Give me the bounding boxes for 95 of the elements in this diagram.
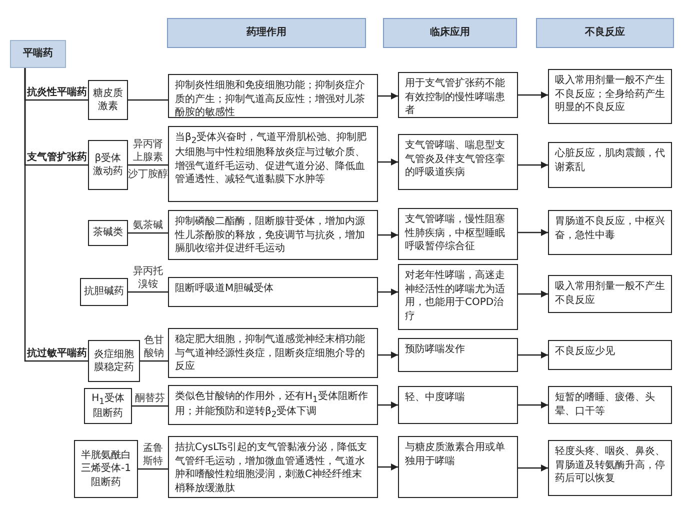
connector-line	[128, 291, 168, 293]
class-text: H$_{1}$受体阻断药	[90, 392, 126, 420]
column-header	[167, 18, 366, 48]
arrow	[518, 290, 548, 298]
info-box	[168, 210, 378, 260]
info-text: 阻断呼吸道M胆碱受体	[175, 283, 274, 294]
info-text: 吸入常用剂量一般不产生不良反应	[555, 281, 665, 306]
arrow	[378, 352, 398, 358]
category-label: 抗过敏平喘药	[27, 347, 87, 361]
info-text: 当β$_{2}$受体兴奋时，气道平滑肌松弛、抑制肥大细胞与中性粒细胞释放炎症与过敏介质、增强气道纤毛运动、促进气道分泌、降低血管通透性、减轻气道黏膜下水肿等	[175, 132, 367, 186]
info-text: 轻度头疼、咽炎、鼻炎、胃肠道及转氨酶升高，停药后可以恢复	[555, 446, 665, 484]
connector-line	[24, 68, 28, 362]
info-box	[548, 386, 672, 424]
info-box	[548, 69, 672, 124]
info-text: 用于支气管扩张药不能有效控制的慢性哮喘患者	[405, 78, 505, 116]
info-text: 拮抗CysLTs引起的支气管黏液分泌，降低支气管纤毛运动，增加微血管通透性，气道水肿和嗜酸性粒细胞浸润，刺激C神经纤维末梢释放缓激肽	[175, 442, 367, 494]
category-label: 支气管扩张药	[27, 151, 87, 165]
info-box	[168, 126, 378, 202]
info-box	[168, 436, 378, 498]
info-box	[168, 385, 378, 425]
info-box	[398, 264, 518, 330]
arrow	[378, 288, 398, 296]
info-box	[398, 338, 518, 372]
arrow	[378, 92, 398, 100]
info-box	[398, 386, 518, 424]
arrow	[518, 402, 548, 408]
class-text: 抗胆碱药	[84, 285, 124, 299]
info-box	[548, 142, 672, 188]
column-header	[383, 18, 517, 48]
class-box	[80, 278, 128, 306]
info-box	[398, 72, 518, 118]
info-text: 支气管哮喘、喘息型支气管炎及伴支气管痉挛的呼吸道疾病	[405, 140, 505, 178]
arrow	[378, 464, 398, 470]
connector-line	[128, 232, 168, 234]
info-box	[398, 208, 518, 260]
root-text: 平喘药	[23, 47, 53, 61]
connector-line	[138, 468, 168, 470]
class-box	[88, 340, 140, 382]
info-box	[168, 277, 378, 307]
info-text: 抑制磷酸二酯酶，阻断腺苷受体，增加内源性儿茶酚胺的释放，免疫调节与抗炎，增加膈肌收缩并促进纤毛运动	[175, 216, 365, 254]
class-text: β受体激动药	[92, 152, 124, 178]
connector-line	[128, 164, 168, 166]
info-text: 不良反应少见	[555, 346, 615, 357]
arrow	[378, 158, 398, 166]
info-box	[548, 275, 672, 313]
root-box	[10, 40, 66, 68]
column-header	[536, 18, 674, 48]
info-text: 短暂的嗜睡、疲倦、头晕、口干等	[555, 392, 655, 416]
info-text: 胃肠道不良反应，中枢兴奋，急性中毒	[555, 216, 665, 240]
info-text: 抑制炎性细胞和免疫细胞功能；抑制炎症介质的产生；抑制气道高反应性；增强对儿茶酚胺的敏感性	[175, 80, 365, 118]
info-text: 稳定肥大细胞，抑制气道感觉神经末梢功能与气道神经源性炎症，阻断炎症细胞介导的反应	[175, 334, 365, 372]
header-text: 药理作用	[246, 26, 286, 40]
info-box	[398, 436, 518, 498]
drug-name: 沙丁胺醇	[128, 168, 168, 181]
info-text: 对老年性哮喘，高迷走神经活性的哮喘尤为适用，也能用于COPD治疗	[405, 270, 505, 322]
info-box	[168, 74, 378, 118]
class-text: 炎症细胞膜稳定药	[93, 348, 135, 374]
arrow	[518, 229, 548, 236]
class-box	[84, 388, 132, 424]
info-text: 与糖皮质激素合用或单独用于哮喘	[405, 442, 505, 466]
connector-line	[27, 164, 88, 166]
info-text: 吸入常用剂量一般不产生不良反应；全身给药产生明显的不良反应	[555, 75, 665, 113]
class-text: 糖皮质激素	[92, 86, 124, 114]
info-text: 支气管哮喘，慢性阻塞性肺疾病，中枢型睡眠呼吸暂停综合征	[405, 214, 505, 252]
category-label: 抗炎性平喘药	[27, 86, 87, 100]
class-text: 半胱氨酰白三烯受体-1阻断药	[80, 448, 132, 490]
class-box	[88, 140, 128, 190]
arrow	[518, 162, 548, 168]
edge-label: 酮替芬	[133, 392, 167, 404]
info-box	[548, 440, 672, 496]
arrow	[378, 232, 398, 238]
arrow	[518, 352, 548, 358]
header-text: 不良反应	[585, 26, 625, 40]
info-box	[548, 340, 672, 370]
connector-line	[128, 99, 168, 101]
info-text: 心脏反应，肌肉震颤，代谢紊乱	[555, 148, 665, 172]
info-box	[168, 328, 378, 378]
info-box	[548, 210, 672, 255]
info-text: 类似色甘酸钠的作用外，还有H$_{1}$受体阻断作用；并能预防和逆转β$_{2}$受体下调	[175, 391, 368, 418]
info-box	[398, 134, 518, 190]
connector-line	[140, 360, 168, 362]
header-text: 临床应用	[430, 26, 470, 40]
connector-line	[132, 405, 168, 407]
class-box	[88, 80, 128, 120]
class-box	[88, 220, 128, 246]
edge-label: 色甘酸钠	[141, 334, 167, 360]
info-text: 预防哮喘发作	[405, 344, 465, 355]
connector-line	[27, 99, 88, 101]
class-text: 茶碱类	[93, 226, 123, 240]
arrow	[518, 92, 548, 98]
connector-line	[27, 360, 88, 362]
arrow	[518, 464, 548, 472]
class-box	[74, 440, 138, 498]
arrow	[378, 402, 398, 408]
info-text: 轻、中度哮喘	[405, 392, 465, 403]
